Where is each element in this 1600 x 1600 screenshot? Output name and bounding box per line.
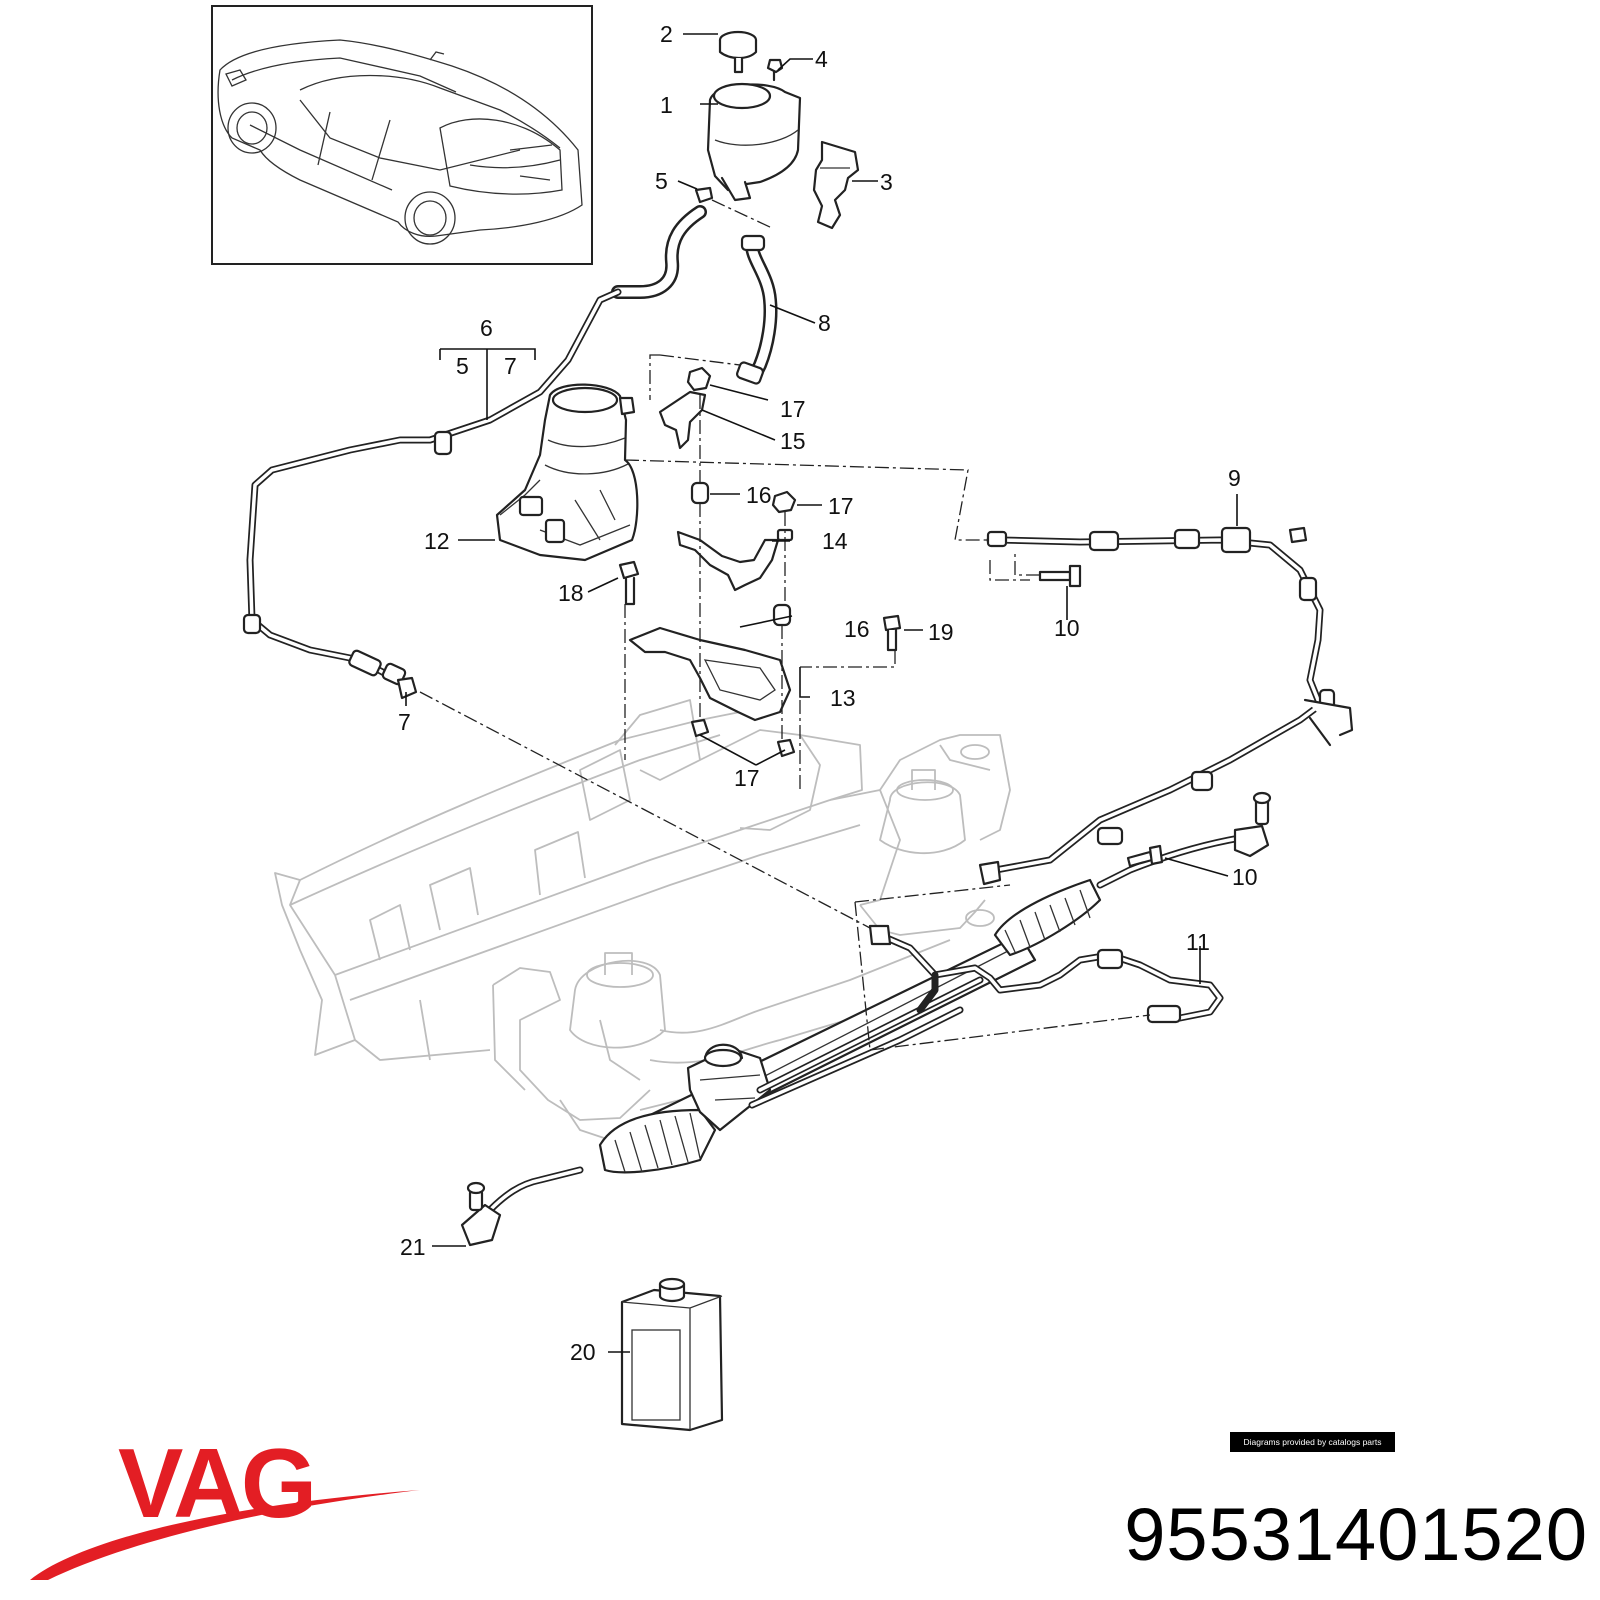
steering-rack: [598, 878, 1102, 1174]
clamp-7-lower: [396, 676, 418, 700]
callout-11: 11: [1186, 929, 1210, 955]
callout-16-upper: 16: [746, 482, 772, 508]
bushing-16-lower: [772, 603, 792, 627]
tie-rod-end-right: [1096, 791, 1272, 889]
callout-21: 21: [400, 1234, 426, 1260]
callout-17-mid: 17: [828, 493, 854, 519]
assembly-lines: [419, 199, 1151, 1051]
electric-pump-12: [495, 383, 639, 562]
callout-2: 2: [660, 21, 673, 47]
callout-12: 12: [424, 528, 450, 554]
vag-logo: VAG: [30, 1430, 420, 1580]
bolt-18: [618, 560, 640, 606]
reservoir-cap: [718, 30, 758, 74]
nut-17-lower-left: [690, 718, 710, 738]
bracket-14: [676, 528, 794, 592]
callout-3: 3: [880, 169, 893, 195]
callout-15: 15: [780, 428, 806, 454]
pressure-line-9: [978, 526, 1354, 886]
callout-1: 1: [660, 92, 673, 118]
callout-5-top: 5: [655, 168, 668, 194]
callout-17-lower: 17: [734, 765, 760, 791]
callout-18: 18: [558, 580, 584, 606]
part-number: 95531401520: [1124, 1493, 1588, 1576]
brand-name: VAG: [118, 1430, 314, 1538]
callout-10-lower: 10: [1232, 864, 1258, 890]
callout-19: 19: [928, 619, 954, 645]
callout-9: 9: [1228, 465, 1241, 491]
bushing-16-upper: [690, 481, 710, 505]
nut-17-upper: [686, 366, 712, 392]
reservoir-bracket: [812, 140, 860, 230]
mounting-plate-13: [628, 626, 792, 722]
callout-10-upper: 10: [1054, 615, 1080, 641]
tie-rod-end-left: [460, 1166, 584, 1247]
callout-7-group: 7: [504, 353, 517, 379]
callout-4: 4: [815, 46, 828, 72]
car-inset: [211, 5, 593, 265]
callout-5-group: 5: [456, 353, 469, 379]
fluid-can-20: [620, 1277, 724, 1432]
bolt-4: [766, 58, 784, 82]
bolt-10-lower: [1126, 844, 1164, 868]
leader-lines: [405, 33, 1238, 1353]
diagram-credit: Diagrams provided by catalogs parts: [1230, 1432, 1395, 1452]
bracket-15: [658, 390, 707, 450]
pressure-line-11: [868, 924, 1224, 1024]
callout-8: 8: [818, 310, 831, 336]
nut-17-mid: [771, 490, 797, 514]
front-subframe: [274, 699, 1011, 1141]
callout-7-lower: 7: [398, 709, 411, 735]
bolt-19: [882, 614, 902, 652]
return-line-6: [242, 205, 707, 686]
callout-17-upper: 17: [780, 396, 806, 422]
suction-hose-8: [736, 234, 778, 385]
bolt-10-upper: [1038, 564, 1082, 588]
callout-labels: 1 2 3 4 5 6 5 7 7 8 9 10 10 11 12 13 14 …: [398, 21, 1258, 1365]
callout-6: 6: [480, 315, 493, 341]
callout-14: 14: [822, 528, 848, 554]
callout-20: 20: [570, 1339, 596, 1365]
nut-17-lower-right: [776, 738, 796, 758]
callout-16-lower: 16: [844, 616, 870, 642]
fluid-reservoir: [706, 82, 802, 202]
callout-13: 13: [830, 685, 856, 711]
hose-clamp-5: [694, 186, 714, 204]
